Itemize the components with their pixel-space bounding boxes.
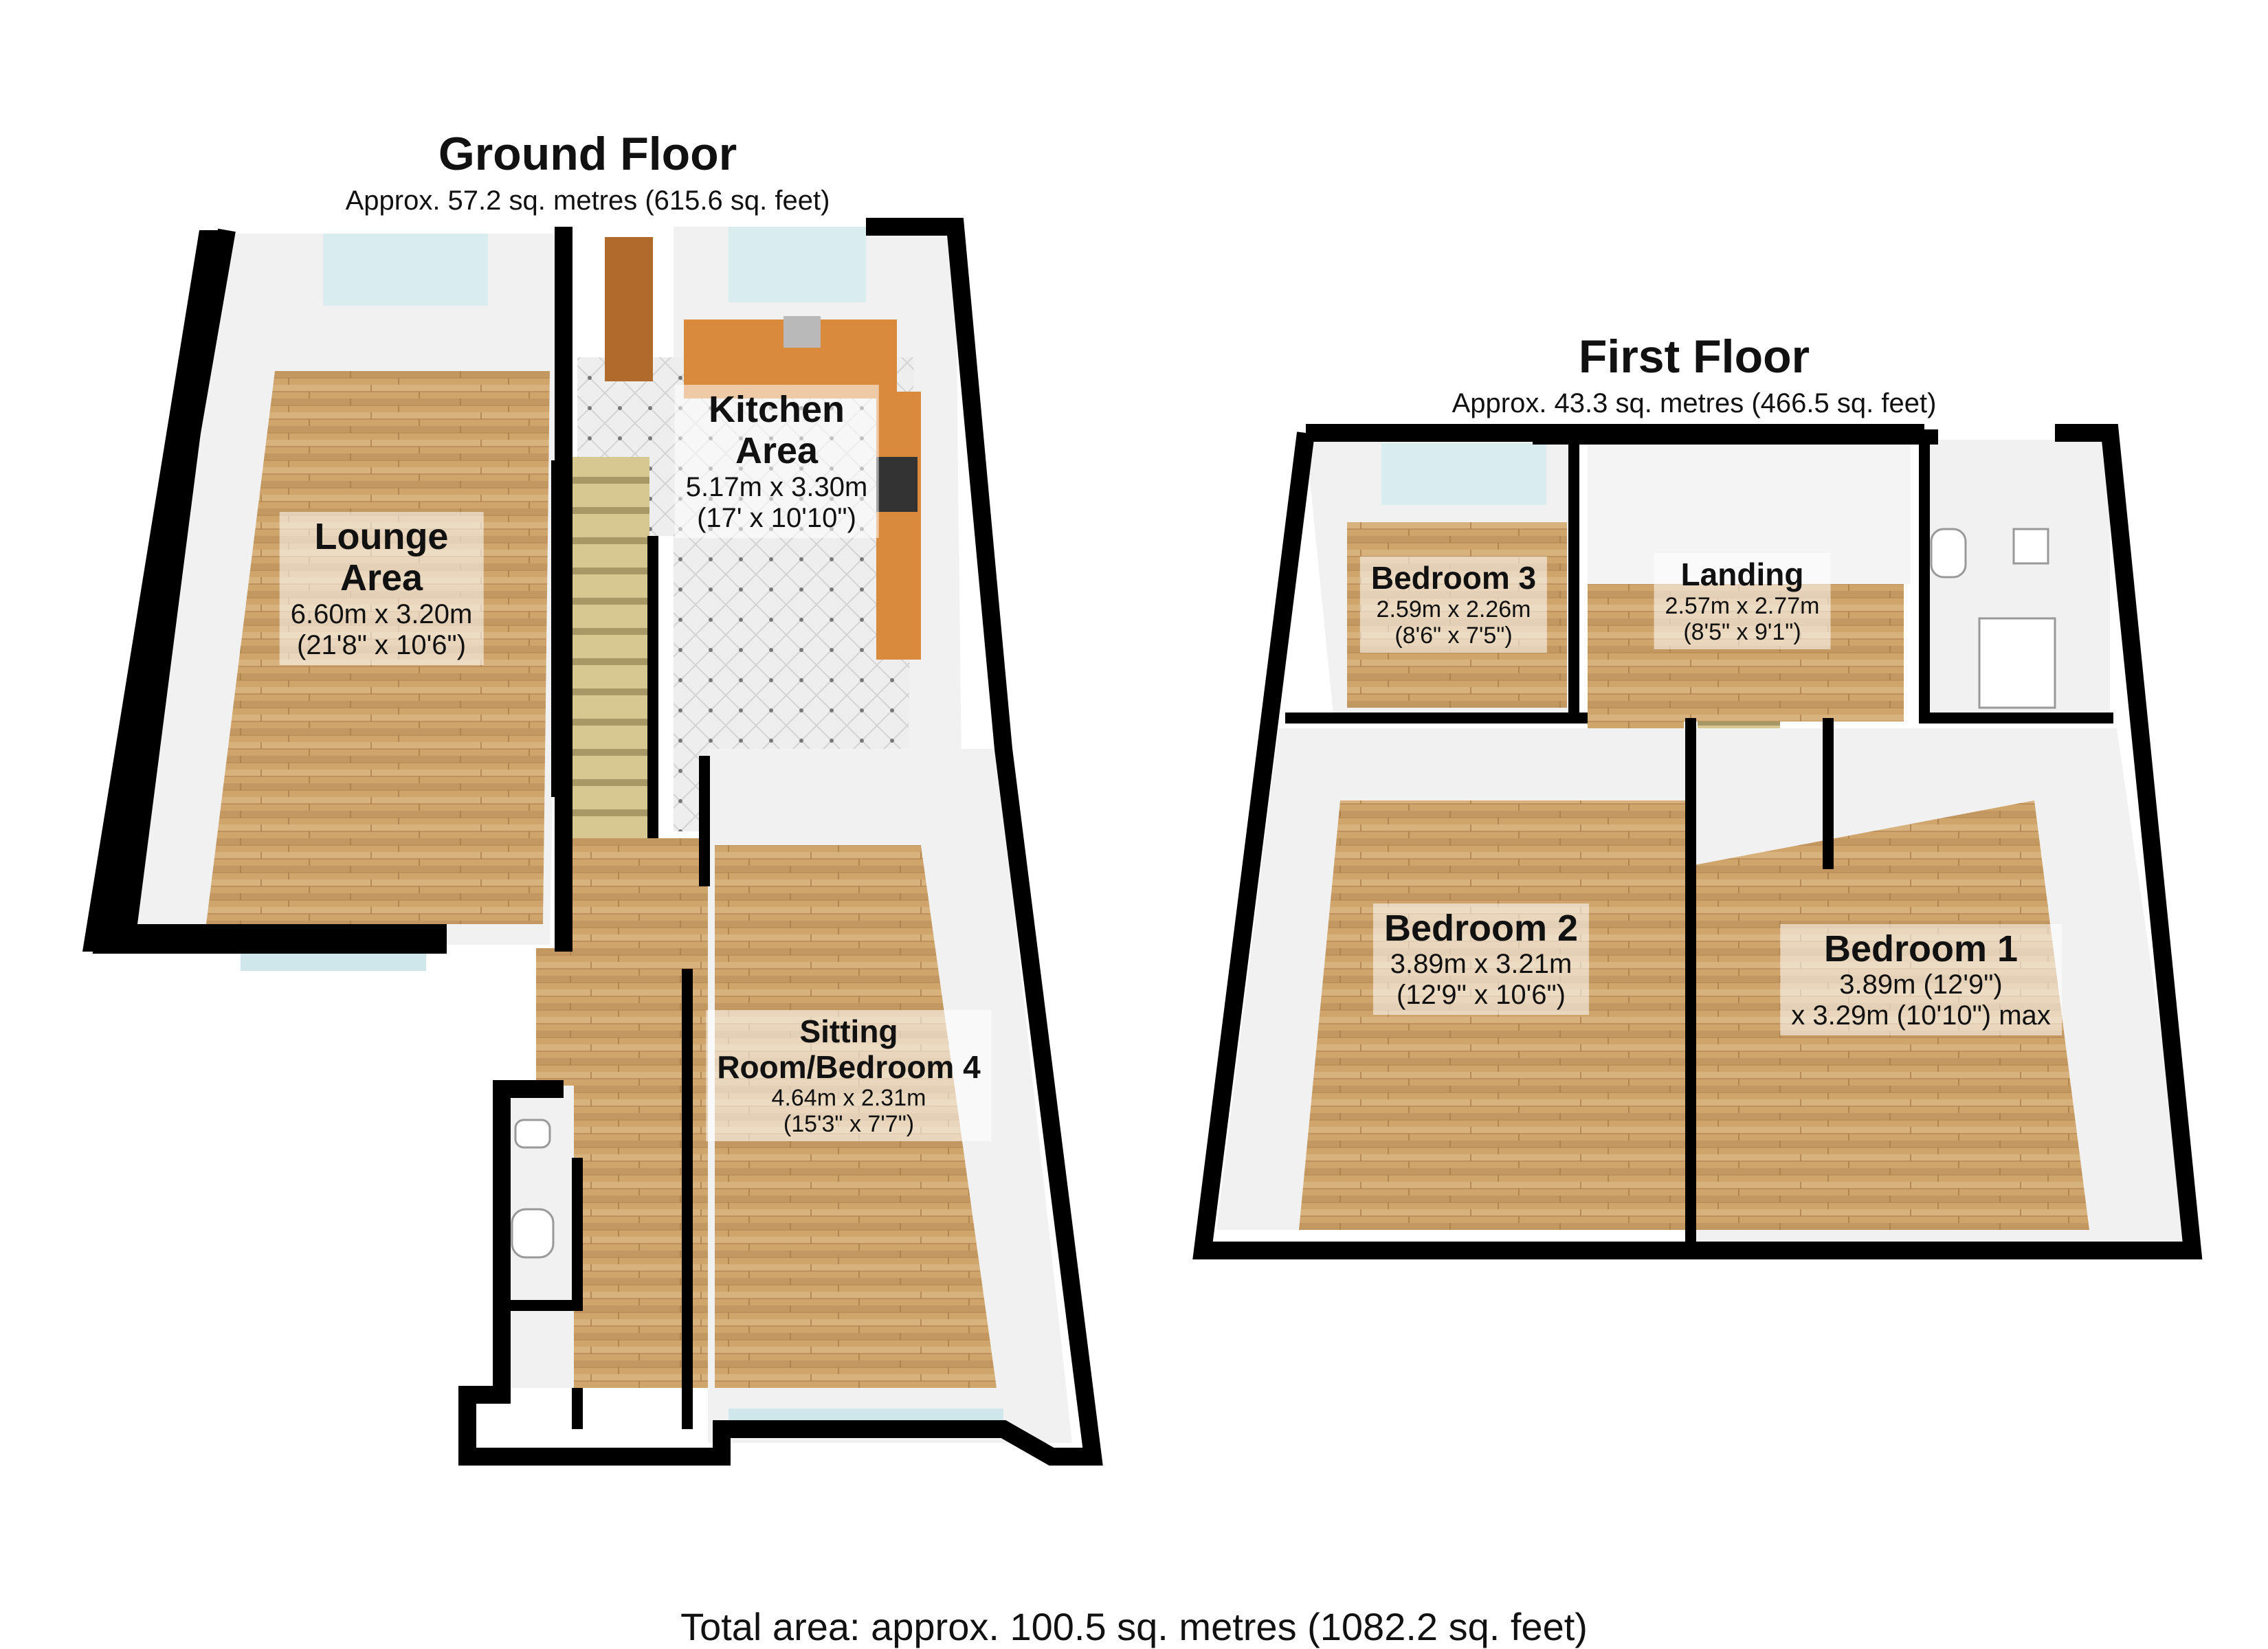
first-floor-inner-walls xyxy=(1285,440,2113,1250)
first-floor-plan xyxy=(1192,424,2203,1259)
kitchen-hob-icon xyxy=(876,457,918,512)
first-floor-top-wall xyxy=(1533,429,1938,445)
lounge-area-wall-outline xyxy=(82,230,447,952)
wc-basin-icon xyxy=(514,1119,551,1149)
lounge-window-bottom xyxy=(241,952,426,971)
kitchen-window xyxy=(729,227,866,302)
bedroom2-metric: 3.89m x 3.21m xyxy=(1390,949,1572,980)
bedroom2-label: Bedroom 2 3.89m x 3.21m (12'9" x 10'6") xyxy=(1372,904,1590,1016)
kitchen-imperial: (17' x 10'10") xyxy=(697,502,856,533)
ground-stairs xyxy=(560,457,649,838)
bathroom-basin-icon xyxy=(2012,528,2049,565)
kitchen-name-line2: Area xyxy=(735,430,819,472)
sitting-metric: 4.64m x 2.31m xyxy=(771,1085,926,1112)
kitchen-area-label: Kitchen Area 5.17m x 3.30m (17' x 10'10"… xyxy=(674,385,879,538)
first-floor-title: First Floor xyxy=(1578,330,1810,383)
wc-toilet-icon xyxy=(511,1208,555,1259)
sitting-name-line2: Room/Bedroom 4 xyxy=(717,1048,981,1085)
landing-metric: 2.57m x 2.77m xyxy=(1665,592,1820,619)
lounge-metric: 6.60m x 3.20m xyxy=(290,598,473,629)
lounge-area-label: Lounge Area 6.60m x 3.20m (21'8" x 10'6"… xyxy=(279,512,484,665)
ground-floor-outer-walls xyxy=(92,218,1103,1466)
lounge-imperial: (21'8" x 10'6") xyxy=(296,629,467,660)
lounge-window xyxy=(323,234,488,306)
kitchen-metric: 5.17m x 3.30m xyxy=(685,471,868,502)
sitting-room-label: Sitting Room/Bedroom 4 4.64m x 2.31m (15… xyxy=(706,1010,992,1142)
bedroom3-name: Bedroom 3 xyxy=(1370,560,1537,596)
bathroom-bath-icon xyxy=(1978,617,2056,709)
total-area: Total area: approx. 100.5 sq. metres (10… xyxy=(680,1605,1588,1648)
landing-name: Landing xyxy=(1680,557,1804,592)
landing-imperial: (8'5" x 9'1") xyxy=(1683,618,1801,645)
front-door-icon xyxy=(605,237,653,381)
sitting-name-line1: Sitting xyxy=(799,1013,898,1049)
landing-label: Landing 2.57m x 2.77m (8'5" x 9'1") xyxy=(1654,553,1831,649)
bedroom2-floor xyxy=(1299,800,1691,1230)
bathroom-toilet-icon xyxy=(1930,528,1967,579)
ground-floor-area: Approx. 57.2 sq. metres (615.6 sq. feet) xyxy=(345,186,830,216)
lounge-name-line1: Lounge xyxy=(314,516,449,557)
sitting-imperial: (15'3" x 7'7") xyxy=(783,1111,915,1138)
bedroom1-label: Bedroom 1 3.89m (12'9") x 3.29m (10'10")… xyxy=(1780,924,2062,1036)
lounge-name-line2: Area xyxy=(340,557,423,599)
first-floor-area: Approx. 43.3 sq. metres (466.5 sq. feet) xyxy=(1452,388,1937,418)
ground-floor-inner-walls xyxy=(502,460,710,1429)
bedroom2-imperial: (12'9" x 10'6") xyxy=(1396,980,1566,1011)
bedroom3-label: Bedroom 3 2.59m x 2.26m (8'6" x 7'5") xyxy=(1359,557,1548,653)
bedroom1-metric: 3.89m (12'9") xyxy=(1839,969,2003,1000)
bedroom3-metric: 2.59m x 2.26m xyxy=(1376,596,1531,622)
kitchen-sink-icon xyxy=(783,316,821,348)
bedroom3-imperial: (8'6" x 7'5") xyxy=(1394,622,1513,649)
bedroom3-window xyxy=(1381,443,1546,505)
ground-floor-title: Ground Floor xyxy=(438,128,737,180)
ground-floor-plan xyxy=(82,218,1103,1466)
bedroom2-name: Bedroom 2 xyxy=(1383,908,1579,949)
bedroom1-imperial: x 3.29m (10'10") max xyxy=(1791,1000,2051,1031)
kitchen-name-line1: Kitchen xyxy=(708,389,845,430)
bedroom1-name: Bedroom 1 xyxy=(1823,928,2019,969)
